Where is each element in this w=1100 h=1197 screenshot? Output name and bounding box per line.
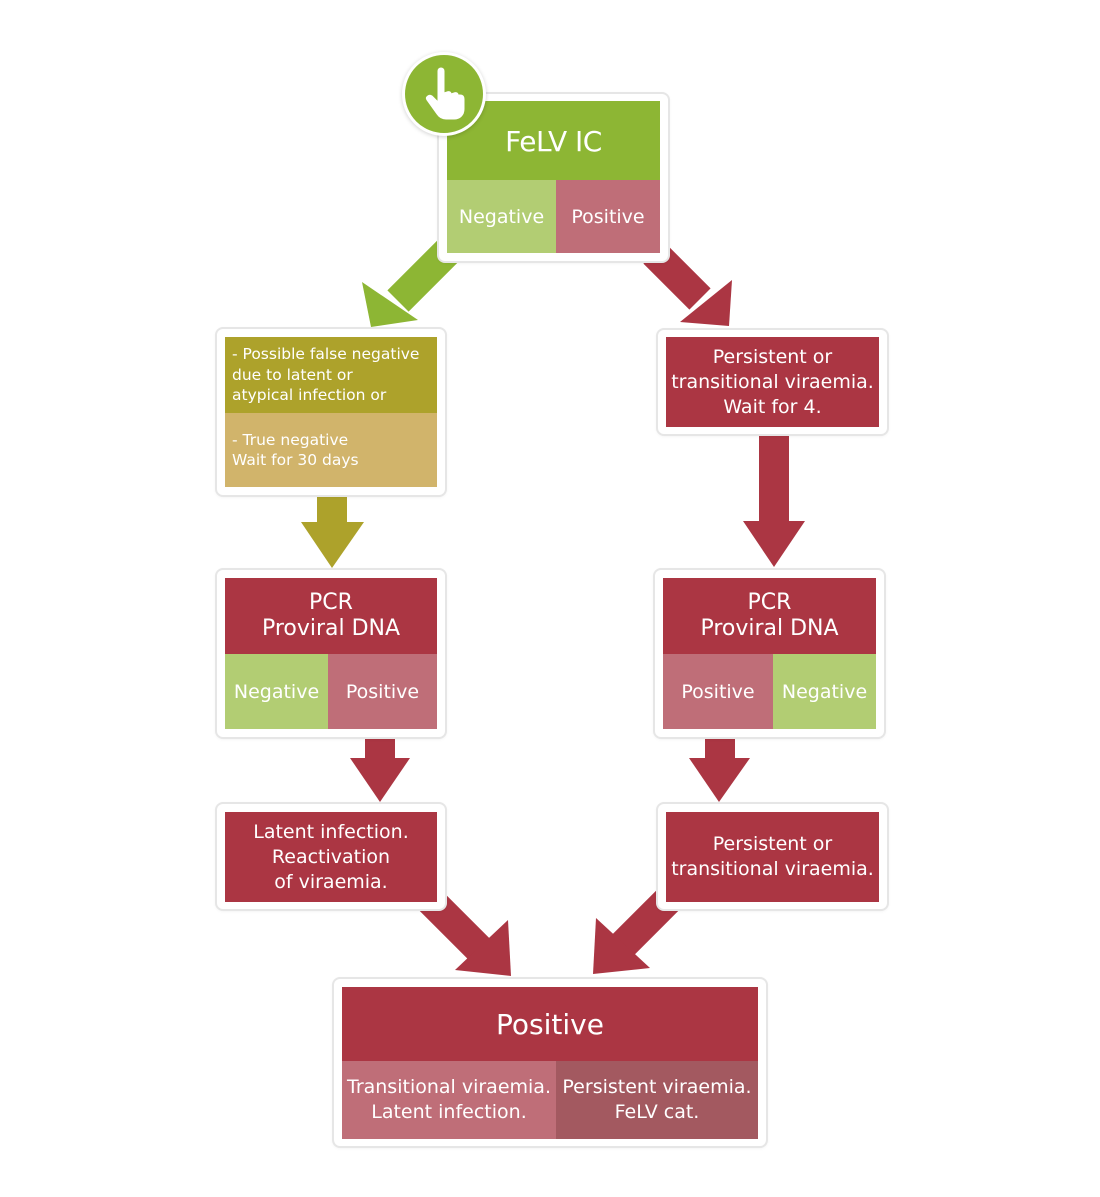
final-positive-box: Positive Transitional viraemia. Latent i… (334, 979, 766, 1146)
felv-ic-positive: Positive (556, 180, 660, 253)
felv-ic-title: FeLV IC (447, 101, 660, 181)
left-note-possible-false-negative: - Possible false negative due to latent … (225, 337, 437, 413)
right-note-box: Persistent or transitional viraemia. Wai… (658, 330, 887, 434)
arrow-to-left-note (362, 240, 459, 327)
left-note-box: - Possible false negative due to latent … (217, 329, 445, 495)
arrow-left-to-final (419, 889, 511, 976)
pcr-left-title: PCR Proviral DNA (225, 578, 437, 654)
felv-ic-box: FeLV IC Negative Positive (439, 94, 668, 261)
arrow-left-down-2 (350, 736, 410, 802)
arrow-right-down-2 (689, 736, 750, 802)
pcr-left-box: PCR Proviral DNA Negative Positive (217, 570, 445, 737)
pcr-right-positive: Positive (663, 654, 773, 729)
arrow-right-down-1 (743, 434, 805, 567)
pcr-right-title: PCR Proviral DNA (663, 578, 876, 654)
pcr-right-negative: Negative (773, 654, 876, 729)
left-result-text: Latent infection. Reactivation of viraem… (225, 812, 437, 902)
final-transitional: Transitional viraemia. Latent infection. (342, 1061, 556, 1139)
right-note-text: Persistent or transitional viraemia. Wai… (666, 337, 879, 427)
right-result-box: Persistent or transitional viraemia. (658, 804, 887, 909)
hand-pointer-badge (402, 52, 486, 136)
final-persistent: Persistent viraemia. FeLV cat. (556, 1061, 758, 1139)
final-positive-title: Positive (342, 987, 758, 1061)
felv-ic-negative: Negative (447, 180, 556, 253)
arrow-right-to-final (593, 887, 681, 974)
left-result-box: Latent infection. Reactivation of viraem… (217, 804, 445, 909)
arrow-left-down-1 (301, 495, 364, 568)
hand-pointer-icon (426, 67, 465, 120)
pcr-left-positive: Positive (328, 654, 437, 729)
pcr-right-box: PCR Proviral DNA Positive Negative (655, 570, 884, 737)
arrow-to-right-note (643, 242, 732, 326)
pcr-left-negative: Negative (225, 654, 328, 729)
right-result-text: Persistent or transitional viraemia. (666, 812, 879, 902)
left-note-true-negative: - True negative Wait for 30 days (225, 413, 437, 487)
